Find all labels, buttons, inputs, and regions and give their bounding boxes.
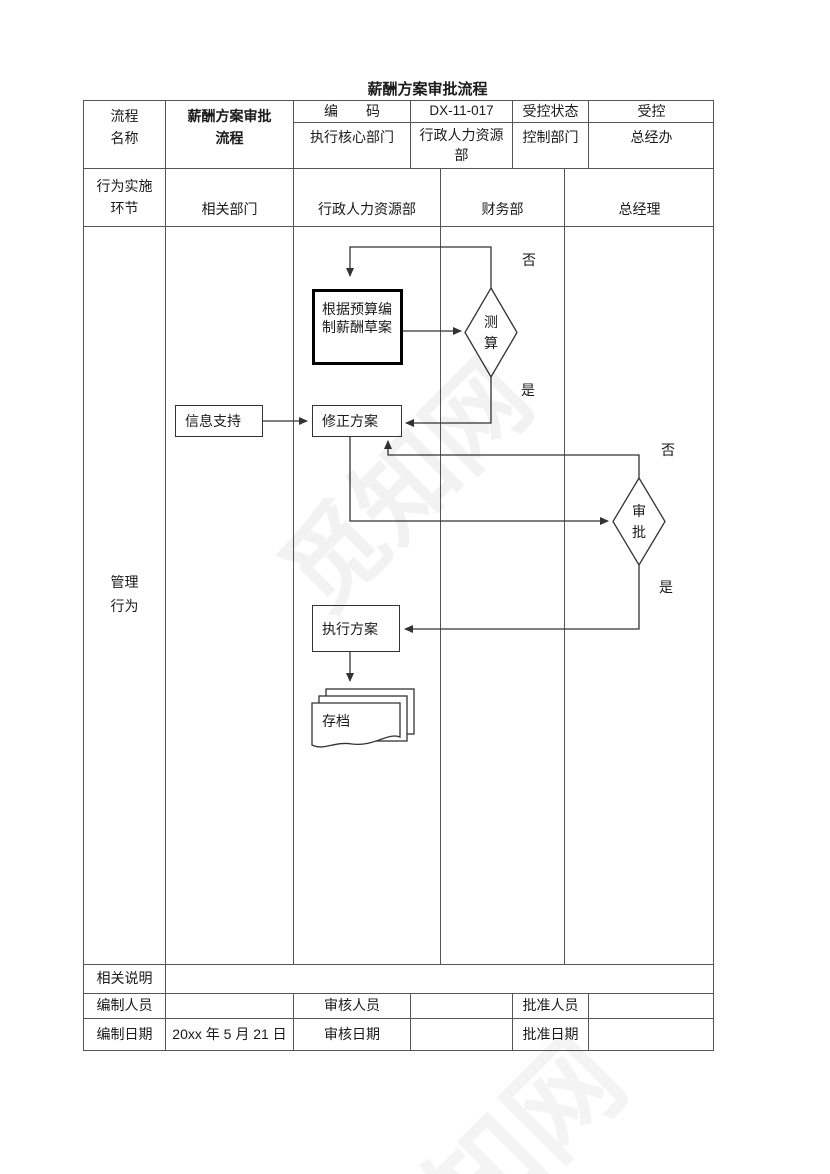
reviewer-value <box>411 993 512 1018</box>
watermark-center: 觅知网 <box>261 341 553 633</box>
grid-line <box>83 993 714 994</box>
controlled-state-label: 受控状态 <box>522 102 579 119</box>
maker-label: 编制人员 <box>96 997 153 1014</box>
grid-line <box>588 993 589 1050</box>
notes-value <box>166 964 713 993</box>
notes-label: 相关说明 <box>96 970 153 987</box>
connector-revise-to-approve <box>349 437 609 525</box>
grid-line <box>440 168 441 964</box>
code-value: DX-11-017 <box>429 103 494 119</box>
code-label: 编 码 <box>324 102 380 119</box>
review-date-value <box>411 1018 512 1050</box>
maker-value <box>166 993 293 1018</box>
calc-yes-label: 是 <box>521 382 535 398</box>
watermark-bottom: 觅知网 <box>320 1017 647 1174</box>
approve-no-label: 否 <box>661 442 675 458</box>
review-date-label: 审核日期 <box>324 1025 380 1042</box>
revise-plan-box: 修正方案 <box>312 405 402 437</box>
control-dept-label: 控制部门 <box>522 129 579 145</box>
grid-line <box>713 100 714 1051</box>
grid-line <box>512 100 513 168</box>
grid-line <box>83 964 714 965</box>
approver-label: 批准人员 <box>522 997 579 1014</box>
grid-line <box>512 993 513 1050</box>
grid-line <box>410 993 411 1050</box>
grid-line <box>83 100 84 1051</box>
archive-label: 存档 <box>322 712 350 729</box>
approve-yes-label: 是 <box>659 579 673 595</box>
process-name-label: 流程 名称 <box>110 108 139 147</box>
page-title: 薪酬方案审批流程 <box>367 81 488 98</box>
connector-calc-no-loop <box>346 246 492 288</box>
process-name-value: 薪酬方案审批 流程 <box>187 108 272 147</box>
control-dept-value: 总经办 <box>630 129 673 145</box>
execute-plan-box: 执行方案 <box>312 605 400 652</box>
grid-line <box>293 122 714 123</box>
draft-plan-box: 根据预算编 制薪酬草案 <box>312 289 403 365</box>
grid-line <box>293 993 294 1050</box>
approver-value <box>589 993 714 1018</box>
approve-diamond-label: 审 批 <box>632 502 646 540</box>
core-dept-label: 执行核心部门 <box>310 129 394 145</box>
connector-approve-no-loop <box>384 440 640 478</box>
make-date-value: 20xx 年 5 月 21 日 <box>172 1025 287 1042</box>
reviewer-label: 审核人员 <box>324 997 380 1014</box>
approve-date-label: 批准日期 <box>522 1025 579 1042</box>
core-dept-value: 行政人力资源 部 <box>419 127 504 163</box>
approve-date-value <box>589 1018 714 1050</box>
lane-header-related-dept: 相关部门 <box>201 200 258 217</box>
grid-line <box>564 168 565 964</box>
connector-calc-yes-to-revise <box>405 377 492 427</box>
lane-header-hr-dept: 行政人力资源部 <box>318 200 416 217</box>
grid-line <box>83 1050 714 1051</box>
calc-diamond-label: 测 算 <box>484 313 498 351</box>
grid-line <box>165 100 166 1050</box>
calc-no-label: 否 <box>522 252 536 268</box>
controlled-state-value: 受控 <box>637 102 666 119</box>
lane-header-finance-dept: 财务部 <box>481 200 524 217</box>
lane-header-general-manager: 总经理 <box>618 200 661 217</box>
make-date-label: 编制日期 <box>96 1025 153 1042</box>
grid-line <box>83 100 714 101</box>
management-behavior-label: 管理 行为 <box>110 574 139 614</box>
grid-line <box>83 168 714 169</box>
grid-line <box>83 1018 714 1019</box>
grid-line <box>588 100 589 168</box>
grid-line <box>293 100 294 964</box>
grid-line <box>410 100 411 168</box>
phase-row-label: 行为实施 环节 <box>96 177 153 216</box>
info-support-box: 信息支持 <box>175 405 263 437</box>
grid-line <box>83 226 714 227</box>
